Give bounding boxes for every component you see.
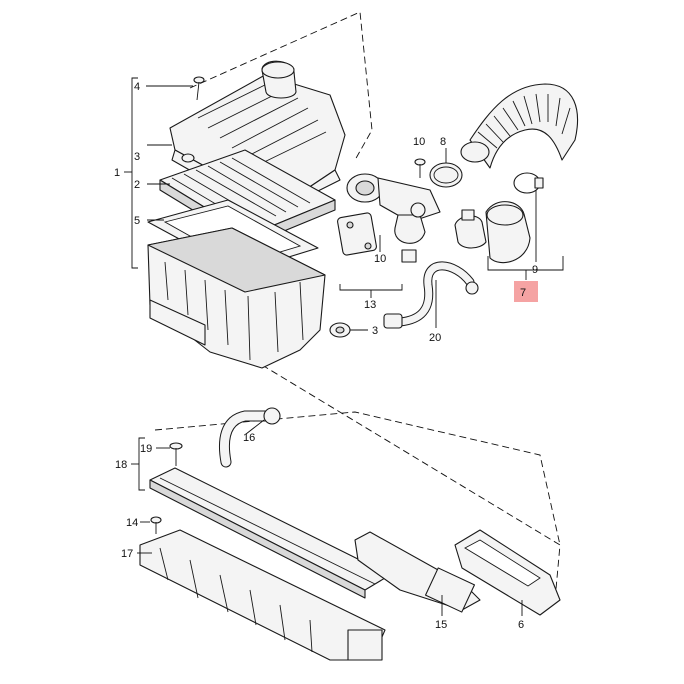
hose-clamp-8[interactable] xyxy=(429,162,463,188)
callout-18[interactable]: 18 xyxy=(115,459,127,471)
callout-6[interactable]: 6 xyxy=(518,619,524,631)
callout-10-sensor[interactable]: 10 xyxy=(374,253,386,265)
bracket-1 xyxy=(124,77,138,269)
hose-clamp-9[interactable] xyxy=(513,172,544,194)
callout-10-bolt[interactable]: 10 xyxy=(413,136,425,148)
sensor-bolt[interactable] xyxy=(414,158,426,178)
hose-connector[interactable] xyxy=(454,209,487,249)
duct-6[interactable] xyxy=(454,529,561,616)
elbow-hose[interactable] xyxy=(485,201,531,264)
callout-2[interactable]: 2 xyxy=(134,179,140,191)
callout-16[interactable]: 16 xyxy=(243,432,255,444)
callout-17[interactable]: 17 xyxy=(121,548,133,560)
bracket-18 xyxy=(131,437,145,491)
corrugated-intake-hose[interactable] xyxy=(460,83,578,169)
callout-15[interactable]: 15 xyxy=(435,619,447,631)
callout-5[interactable]: 5 xyxy=(134,215,140,227)
clip-3[interactable] xyxy=(181,153,195,163)
callout-13[interactable]: 13 xyxy=(364,299,376,311)
bracket-13 xyxy=(339,284,403,298)
bolt-14[interactable] xyxy=(150,516,162,534)
bracket-7 xyxy=(487,256,564,280)
callout-3-grommet[interactable]: 3 xyxy=(372,325,378,337)
callout-7[interactable]: 7 xyxy=(520,287,526,299)
highlight-box-7 xyxy=(514,281,538,302)
callout-4[interactable]: 4 xyxy=(134,81,140,93)
hose-16[interactable] xyxy=(218,407,281,468)
leader-lines xyxy=(137,85,537,616)
callout-9[interactable]: 9 xyxy=(532,264,538,276)
callout-labels: 1 2 3 4 5 3 10 8 10 13 9 7 20 16 19 18 1… xyxy=(114,81,538,631)
bolt-4[interactable] xyxy=(193,76,205,101)
callout-19[interactable]: 19 xyxy=(140,443,152,455)
bolt-19[interactable] xyxy=(169,442,183,466)
air-filter-lower-housing[interactable] xyxy=(147,227,326,369)
throttle-assembly[interactable] xyxy=(337,173,441,263)
callout-3-cover[interactable]: 3 xyxy=(134,151,140,163)
breather-hose[interactable] xyxy=(383,261,479,329)
air-duct-lower[interactable] xyxy=(139,529,386,661)
grommet-3[interactable] xyxy=(329,322,351,338)
air-duct-cover[interactable] xyxy=(149,467,391,599)
callout-1[interactable]: 1 xyxy=(114,167,120,179)
callout-14[interactable]: 14 xyxy=(126,517,138,529)
callout-8[interactable]: 8 xyxy=(440,136,446,148)
duct-15[interactable] xyxy=(354,531,481,613)
callout-20[interactable]: 20 xyxy=(429,332,441,344)
